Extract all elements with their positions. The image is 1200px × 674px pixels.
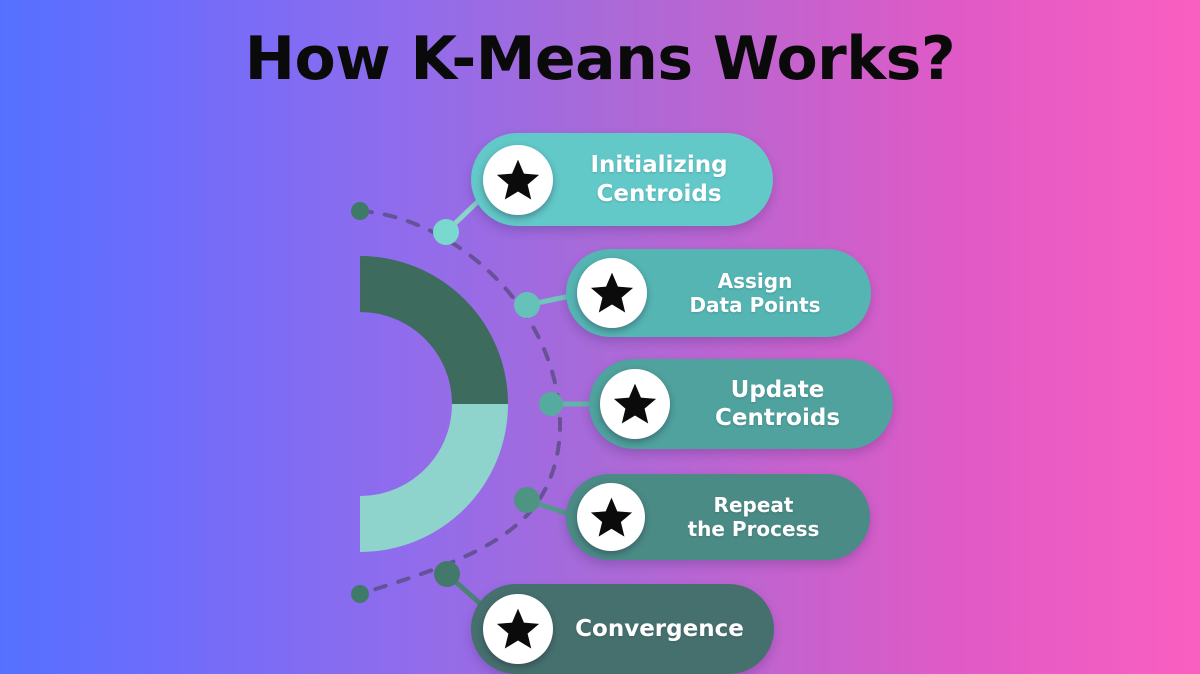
- step-label-3-line1: Update: [730, 376, 825, 403]
- step-card-convergence[interactable]: Convergence: [471, 584, 774, 674]
- step-label-4-line2: the Process: [687, 517, 820, 541]
- connector-node-3: [539, 392, 563, 416]
- step-card-repeat-the-process[interactable]: Repeat the Process: [566, 474, 870, 560]
- step-label-4: Repeat the Process: [645, 493, 870, 542]
- star-icon: [613, 383, 657, 424]
- step-card-initializing-centroids[interactable]: Initializing Centroids: [471, 133, 773, 226]
- step-label-2-line2: Data Points: [689, 293, 821, 317]
- star-icon: [590, 272, 634, 313]
- star-icon: [496, 608, 540, 649]
- step-card-assign-data-points[interactable]: Assign Data Points: [566, 249, 871, 337]
- step-label-1-line1: Initializing: [590, 152, 728, 179]
- step-label-1: Initializing Centroids: [553, 151, 773, 207]
- step-badge-3: [600, 369, 670, 439]
- step-label-5-line1: Convergence: [575, 615, 744, 642]
- step-label-4-line1: Repeat: [713, 492, 794, 517]
- step-badge-4: [577, 483, 645, 551]
- step-label-2: Assign Data Points: [647, 269, 871, 318]
- connector-node-4: [514, 487, 540, 513]
- step-label-5: Convergence: [553, 615, 774, 643]
- star-icon: [590, 497, 632, 537]
- arc-lower-segment: [360, 404, 508, 552]
- connector-node-2: [514, 292, 540, 318]
- step-card-update-centroids[interactable]: Update Centroids: [589, 359, 893, 449]
- step-badge-2: [577, 258, 647, 328]
- step-badge-1: [483, 144, 553, 215]
- step-label-2-line1: Assign: [717, 268, 793, 293]
- tail-dot-top: [351, 202, 369, 220]
- step-label-1-line2: Centroids: [596, 180, 722, 207]
- step-label-3-line2: Centroids: [714, 405, 841, 431]
- step-badge-5: [483, 594, 553, 664]
- page-title: How K-Means Works?: [244, 24, 956, 94]
- tail-dot-bottom: [351, 585, 369, 603]
- star-icon: [496, 159, 540, 200]
- step-label-3: Update Centroids: [670, 376, 893, 432]
- arc-upper-segment: [360, 256, 508, 404]
- connector-node-5: [434, 561, 460, 587]
- dashed-connector-path: [358, 209, 562, 596]
- connector-node-1: [433, 219, 459, 245]
